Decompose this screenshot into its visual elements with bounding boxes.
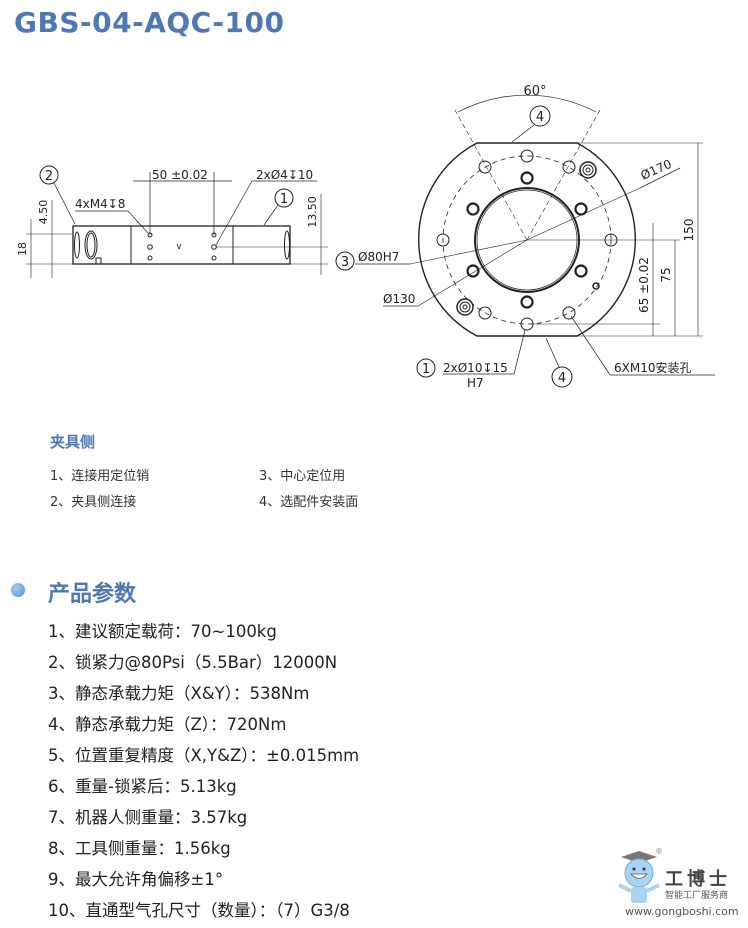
legend-item: 2、夹具侧连接 xyxy=(50,495,137,510)
bullet-dot-icon xyxy=(11,583,25,597)
legend-heading: 夹具侧 xyxy=(50,433,96,451)
dia-80-label: Ø80H7 xyxy=(358,250,399,264)
dia-130-label: Ø130 xyxy=(383,292,415,306)
dim-65-label: 65 ±0.02 xyxy=(637,257,651,313)
spec-item: 10、直通型气孔尺寸（数量）：（7）G3/8 xyxy=(48,901,350,920)
spec-item: 7、机器人侧重量：3.57kg xyxy=(48,808,248,827)
dim-1350-label: 13.50 xyxy=(306,196,319,228)
specs-heading: 产品参数 xyxy=(48,582,137,607)
angle-label: 60° xyxy=(523,84,546,99)
dim-50-label: 50 ±0.02 xyxy=(152,168,208,182)
dia-170-label: Ø170 xyxy=(639,157,674,183)
spec-item: 1、建议额定载荷：70~100kg xyxy=(48,622,277,641)
top-view: 60° 4 Ø170 3 Ø80H7 Ø130 150 75 65 ±0.02 … xyxy=(335,84,715,390)
logo-tagline: 智能工厂服务商 xyxy=(665,891,729,901)
callout-2: 2 xyxy=(45,169,53,184)
legend-item: 3、中心定位用 xyxy=(259,469,346,484)
spec-item: 4、静态承载力矩（Z）：720Nm xyxy=(48,715,287,734)
callout-1-top: 1 xyxy=(422,362,430,377)
product-title: GBS-04-AQC-100 xyxy=(14,6,285,39)
dim-150-label: 150 xyxy=(682,219,696,242)
spec-item: 3、静态承载力矩（X&Y）：538Nm xyxy=(48,684,310,703)
pin-hole-label: 2xØ10↧15 xyxy=(443,361,508,375)
dim-75-label: 75 xyxy=(659,267,673,282)
callout-4-top: 4 xyxy=(536,110,544,125)
pin-tol-label: H7 xyxy=(467,376,484,390)
callout-4-bottom: 4 xyxy=(558,371,566,386)
spec-item: 9、最大允许角偏移±1° xyxy=(48,870,224,889)
watermark-logo: ® 工博士 智能工厂服务商 www.gongboshi.com xyxy=(605,845,745,925)
spec-item: 8、工具侧重量：1.56kg xyxy=(48,839,231,858)
registered-mark: ® xyxy=(655,847,663,856)
callout-3: 3 xyxy=(341,255,349,270)
side-view: v 50 ±0.02 2xØ4↧10 4xM4↧8 2 1 18 4.50 13… xyxy=(16,165,328,278)
mascot-icon xyxy=(618,851,660,903)
pin-dim-label: 2xØ4↧10 xyxy=(256,168,313,182)
air-fittings xyxy=(456,161,600,316)
legend-item: 1、连接用定位销 xyxy=(50,469,150,484)
spec-item: 2、锁紧力@80Psi（5.5Bar）12000N xyxy=(48,653,338,672)
spec-item: 6、重量-锁紧后：5.13kg xyxy=(48,777,237,796)
mount-holes-label: 6XM10安装孔 xyxy=(614,360,691,375)
logo-url: www.gongboshi.com xyxy=(625,905,739,918)
m10-holes xyxy=(466,171,588,309)
dim-450-label: 4.50 xyxy=(37,200,50,225)
svg-text:v: v xyxy=(176,242,182,252)
thread-dim-label: 4xM4↧8 xyxy=(75,197,125,211)
legend-item: 4、选配件安装面 xyxy=(259,495,359,510)
side-holes xyxy=(147,232,217,261)
callout-1-side: 1 xyxy=(280,192,288,207)
technical-drawing: v 50 ±0.02 2xØ4↧10 4xM4↧8 2 1 18 4.50 13… xyxy=(16,84,715,390)
logo-name: 工博士 xyxy=(665,869,731,890)
dim-18-label: 18 xyxy=(16,242,29,256)
spec-item: 5、位置重复精度（X,Y&Z）：±0.015mm xyxy=(48,746,360,765)
